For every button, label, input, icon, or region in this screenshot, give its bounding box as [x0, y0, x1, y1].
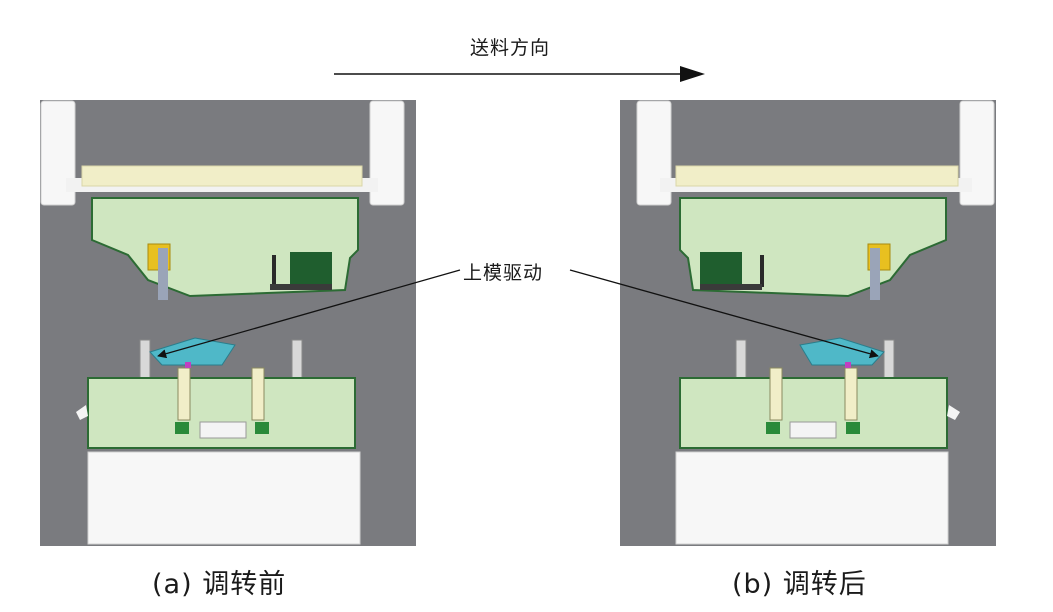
upper-die-drive-label: 上模驱动 — [463, 262, 544, 284]
panel-a-caption: (a) 调转前 — [152, 569, 287, 600]
panel-a-lower-die-plate — [76, 337, 356, 449]
feed-direction-arrow — [334, 66, 705, 82]
panel-b-upper-die-plate — [679, 197, 947, 300]
feed-direction-label: 送料方向 — [470, 37, 551, 59]
panel-b-caption: (b) 调转后 — [732, 569, 867, 600]
panel-b-after-rotation — [620, 100, 996, 546]
panel-a-upper-frame — [40, 100, 405, 206]
panel-b-lower-frame — [675, 451, 949, 545]
panel-a-before-rotation — [40, 100, 416, 546]
callout-leader-lines — [157, 269, 879, 359]
panel-a-lower-frame — [87, 451, 361, 545]
panel-b-lower-die-plate — [679, 337, 960, 449]
panel-a-upper-die-plate — [91, 197, 359, 300]
panel-b-upper-frame — [636, 100, 995, 206]
